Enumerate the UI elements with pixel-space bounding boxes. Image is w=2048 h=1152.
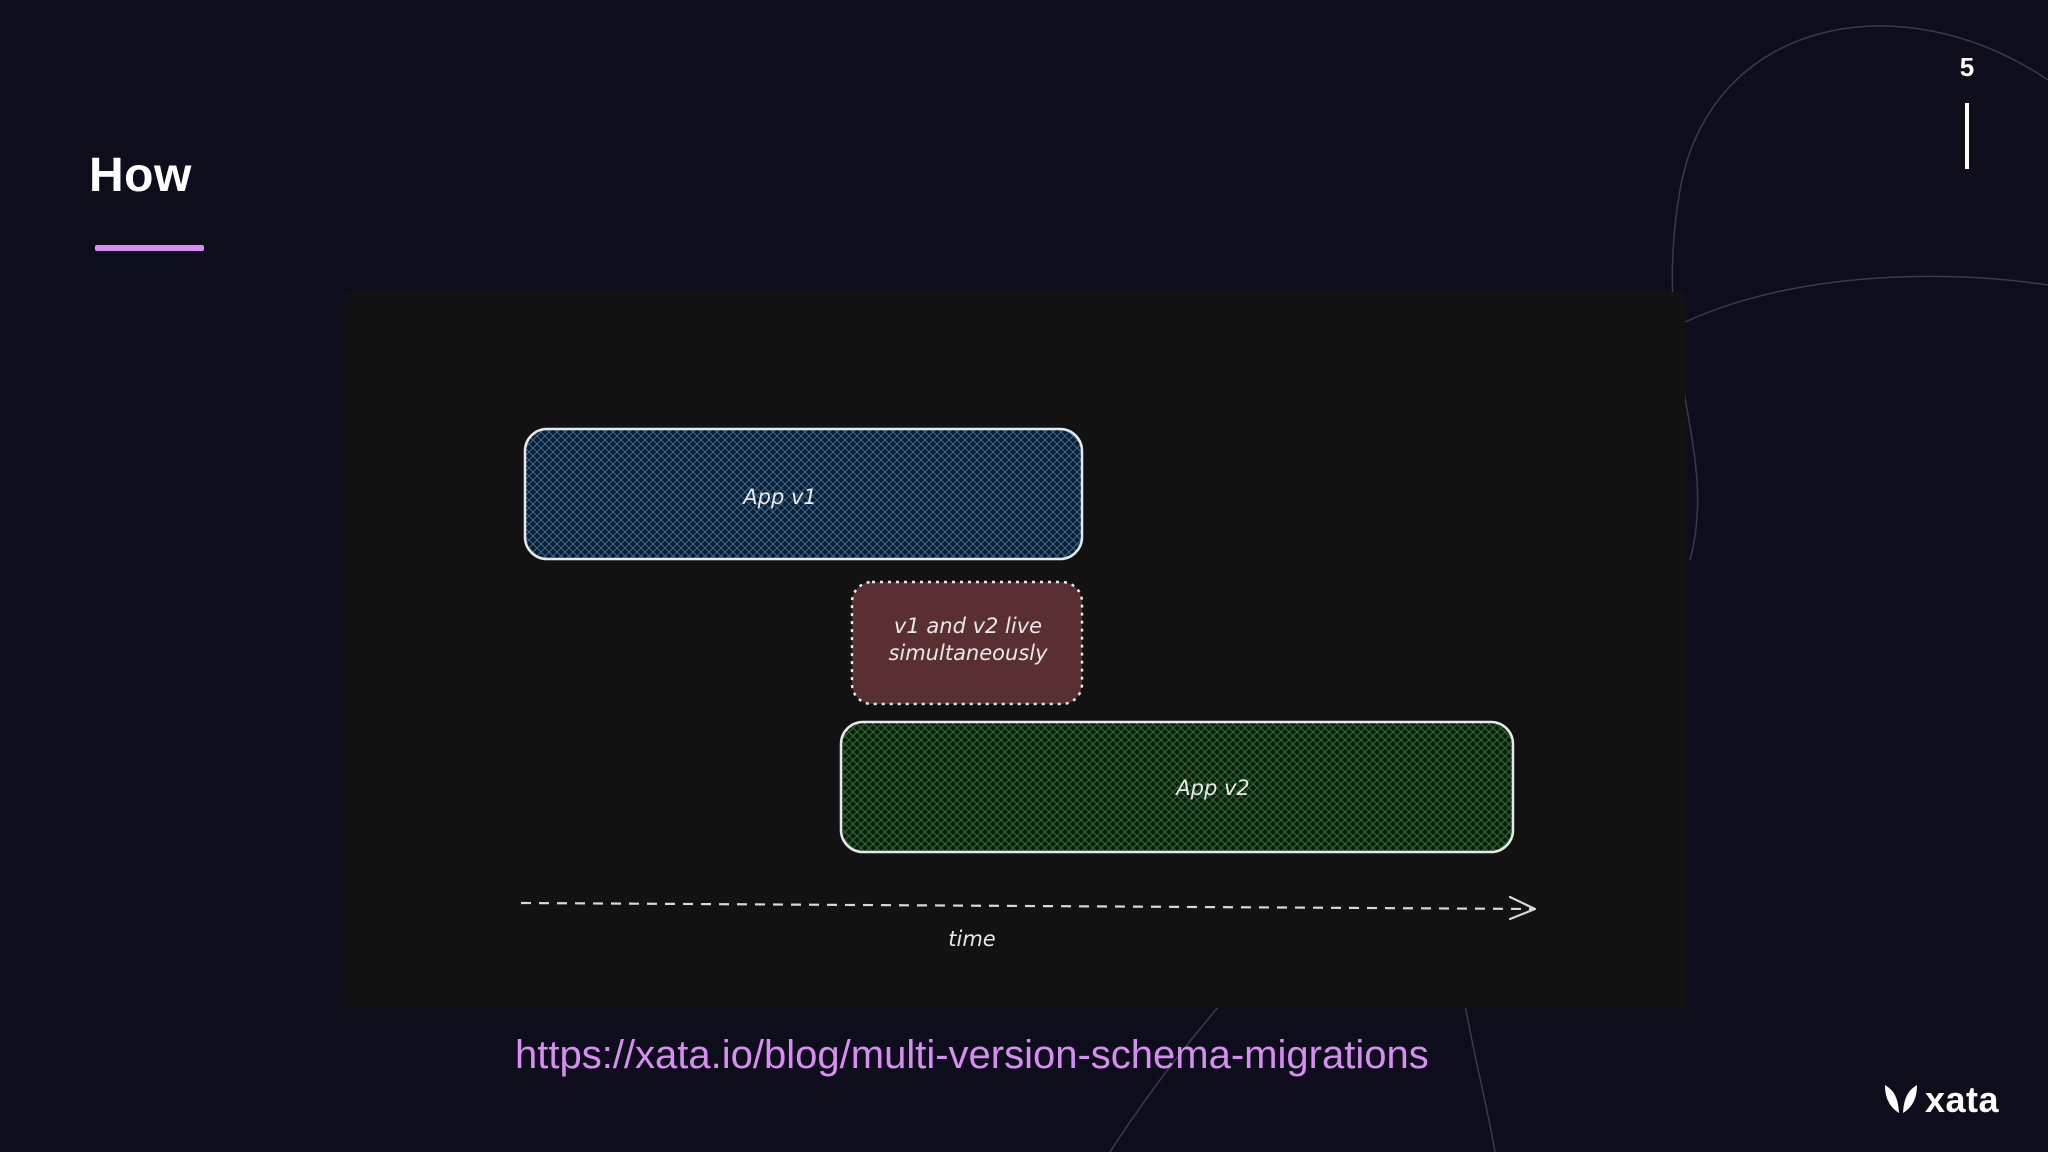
time-axis-label: time [948,927,995,951]
app-v1-label: App v1 [741,485,817,509]
app-v2-label: App v2 [1174,776,1250,800]
time-axis-arrowhead [1508,895,1537,921]
app-v1-bar: App v1 [523,427,1084,561]
title-underline [95,245,204,251]
slide-title: How [89,149,192,202]
xata-logo-icon [1885,1085,1917,1113]
brand-name: xata [1925,1079,2000,1120]
brand-logo: xata [1883,1079,2000,1120]
time-axis: time [520,895,1537,951]
slide-number: 5 [1959,52,1975,82]
diagram-panel: App v1 v1 and v2 live simultaneously App… [345,292,1685,1008]
slide-number-bar [1965,103,1969,169]
app-v2-bar: App v2 [839,720,1515,854]
overlap-note-line-2: simultaneously [888,641,1048,665]
overlap-note: v1 and v2 live simultaneously [850,580,1084,706]
timeline-diagram: App v1 v1 and v2 live simultaneously App… [520,427,1537,951]
blog-link[interactable]: https://xata.io/blog/multi-version-schem… [515,1033,1429,1077]
overlap-note-line-1: v1 and v2 live [894,614,1042,638]
